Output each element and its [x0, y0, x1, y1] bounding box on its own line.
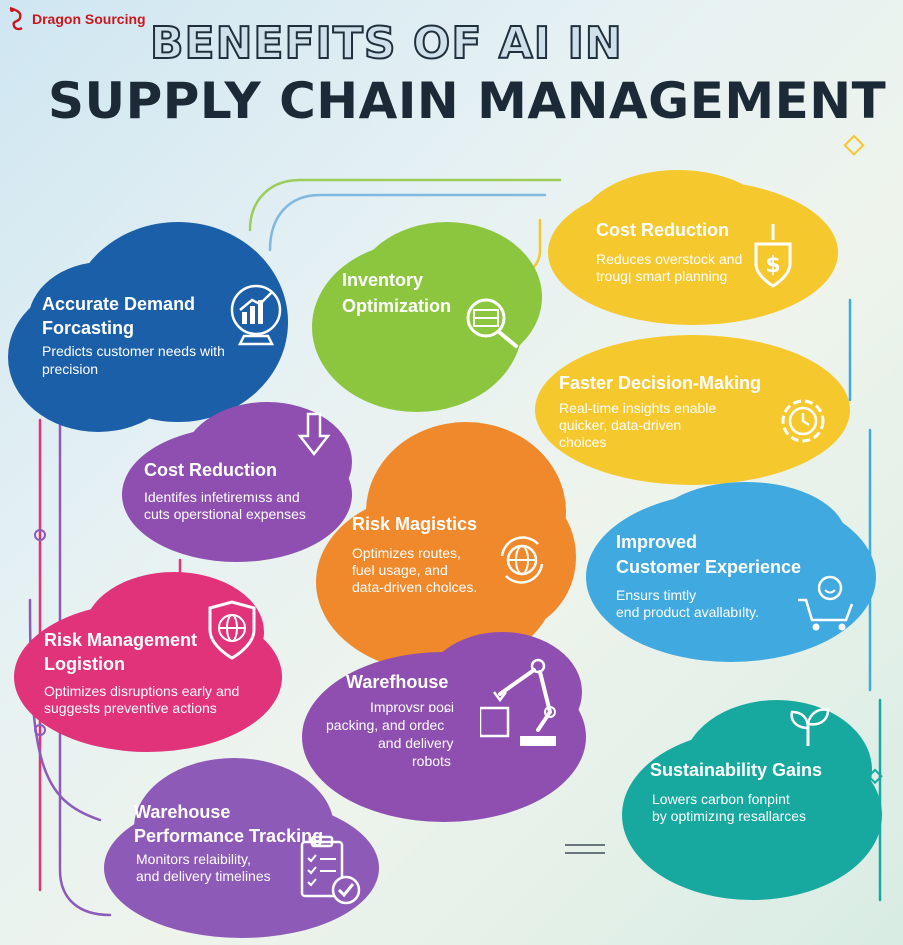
brand-name: Dragon Sourcing [32, 11, 146, 27]
card-cost-reduction-yellow: Cost Reduction Reduces overstock and tro… [548, 170, 838, 330]
card-desc: Optimizes routes, [352, 545, 461, 561]
card-title: Improved [616, 532, 698, 552]
page-title-line2: SUPPLY CHAIN MANAGEMENT [48, 72, 887, 130]
down-arrow-icon [297, 412, 331, 457]
card-desc-3: data-driven cholces. [352, 579, 478, 595]
card-desc-2: quicker, data-driven [559, 417, 682, 433]
card-title: Risk Management [44, 630, 198, 650]
card-desc: Predicts customer needs with [42, 343, 225, 359]
card-demand-forecasting: Accurate Demand Forcasting Predicts cust… [8, 222, 298, 432]
card-desc-4: robots [412, 753, 451, 769]
card-desc: Identifes infetiremıss and [144, 489, 300, 505]
card-desc-2: by optimizıng resallarces [652, 808, 807, 824]
robot-arm-icon [480, 658, 556, 746]
card-title-2: Optimization [342, 296, 451, 316]
card-title: Accurate Demand [42, 294, 196, 314]
globe-shield-icon [208, 600, 256, 660]
card-desc-3: choices [559, 434, 607, 450]
card-desc-2: fuel usage, and [352, 562, 448, 578]
card-title: Cost Reduction [596, 220, 729, 240]
magnifier-shelf-icon [466, 298, 518, 348]
card-desc-2: precision [42, 361, 99, 377]
card-desc: Real-time insights enable [559, 400, 717, 416]
card-desc-2: packing, and ordec [326, 717, 445, 733]
dollar-shield-icon: $ [754, 224, 792, 288]
card-title: Warehouse [134, 802, 231, 822]
card-title-2: Customer Experience [616, 557, 802, 577]
crystal-ball-chart-icon [230, 284, 282, 346]
card-risk-management: Risk Management Logistion Optimizes disr… [14, 572, 284, 752]
card-desc-3: and delivery [378, 735, 454, 751]
checklist-icon [300, 835, 361, 905]
card-desc-2: cuts operstional expenses [144, 506, 306, 522]
smiley-cart-icon [798, 575, 854, 631]
card-title-2: Forcasting [42, 318, 135, 338]
card-desc-2: suggests preventive actions [44, 700, 217, 716]
card-title: Risk Magistics [352, 514, 478, 534]
card-title-2: Performance Tracking [134, 826, 324, 846]
card-cost-reduction-purple: Cost Reduction Identifes infetiremıss an… [122, 402, 354, 562]
diamond-icon [843, 134, 865, 156]
card-desc: Improvsr ɒoɕi [370, 699, 455, 715]
card-desc: Optimizes disruptions early and [44, 683, 240, 699]
card-title: Warefhouse [346, 672, 449, 692]
card-desc-2: and delivery timelines [136, 868, 271, 884]
svg-text:$: $ [765, 253, 780, 278]
card-sustainability: Sustainability Gains Lowers carbon fonpi… [622, 700, 884, 900]
card-performance-tracking: Warehouse Performance Tracking Monitors … [104, 758, 384, 938]
card-desc: Lowers carbon fonpint [652, 791, 790, 807]
card-desc-2: trougן smart planning [596, 268, 728, 284]
card-title-2: Logistion [44, 654, 125, 674]
card-customer-experience: Improved Customer Experience Ensurs timt… [586, 482, 878, 662]
card-title: Sustainability Gains [650, 760, 823, 780]
card-warehouse-robot: Warefhouse Improvsr ɒoɕi packing, and or… [302, 632, 588, 822]
card-inventory-optimization: Inventory Optimization [312, 222, 552, 422]
card-desc: Monitors relaibility, [136, 851, 251, 867]
card-desc: Reduces overstock and [596, 251, 743, 267]
card-desc-2: end product avallabılty. [616, 604, 759, 620]
card-desc: Ensurs timtly [616, 587, 697, 603]
brand-logo: Dragon Sourcing [6, 6, 146, 32]
card-title: Cost Reduction [144, 460, 277, 480]
globe-refresh-icon [500, 536, 544, 584]
gear-clock-icon [781, 399, 825, 443]
sprout-icon [790, 708, 830, 746]
card-title: Faster Decision-Making [559, 373, 762, 393]
page-title-line1: BENEFITS OF AI IN [149, 17, 623, 70]
dragon-icon [9, 6, 23, 31]
card-faster-decision: Faster Decision-Making Real-time insight… [535, 335, 855, 485]
card-title: Inventory [342, 270, 424, 290]
